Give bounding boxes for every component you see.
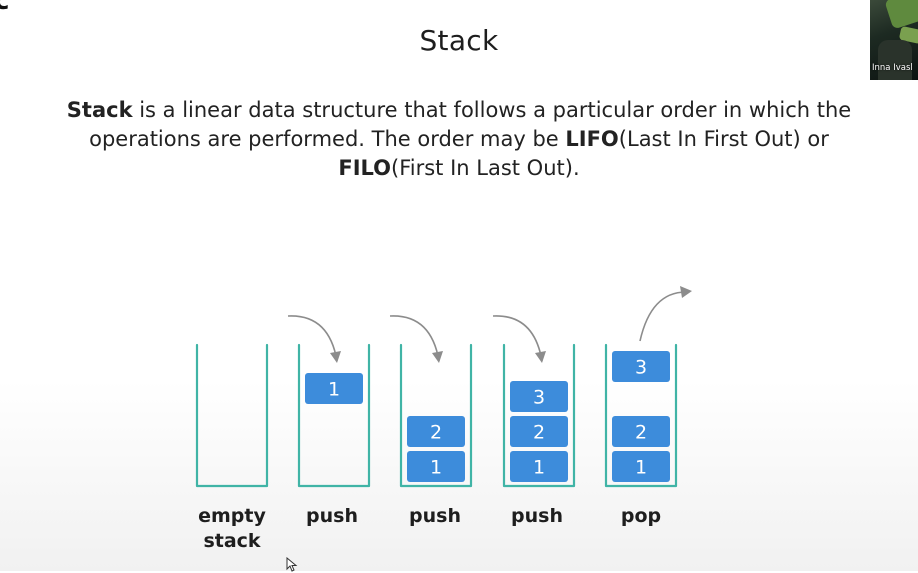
stack-element-value-1-1: 1 [328, 379, 340, 401]
stack-element-4-2 [612, 416, 670, 447]
stack-element-3-1 [510, 451, 568, 482]
label-push-3: push [511, 505, 563, 527]
pop-arrow [639, 291, 687, 342]
description-text-1: is a linear data structure that follows … [89, 98, 852, 151]
stack-element-value-3-1: 1 [533, 457, 545, 479]
label-line-1: empty [198, 505, 266, 527]
term-stack: Stack [66, 98, 133, 122]
stack-element-1-1 [305, 373, 363, 404]
description-text-3: (First In Last Out). [391, 156, 580, 180]
label-pop: pop [620, 505, 662, 527]
stack-element-value-2-2: 2 [430, 422, 442, 444]
stack-element-4-popped-3 [612, 351, 670, 382]
stack-element-value-3-2: 2 [533, 422, 545, 444]
stack-container-3 [502, 343, 576, 488]
webcam-participant-name: Inna Ivasl [872, 63, 913, 73]
stack-element-value-3-3: 3 [533, 387, 545, 409]
stack-element-value-4-1: 1 [635, 457, 647, 479]
term-filo: FILO [338, 156, 392, 180]
push-arrow-2 [389, 315, 440, 362]
stack-element-value-4-2: 2 [635, 422, 647, 444]
term-lifo: LIFO [565, 127, 619, 151]
label-push-1: push [306, 505, 358, 527]
stack-element-4-1 [612, 451, 670, 482]
push-arrowhead-2 [432, 351, 443, 363]
label-push-2: push [409, 505, 461, 527]
stack-element-3-2 [510, 416, 568, 447]
description-text-2: (Last In First Out) or [618, 127, 829, 151]
stack-element-3-3 [510, 381, 568, 412]
stack-element-value-4-popped-3: 3 [635, 357, 647, 379]
stack-element-2-2 [407, 416, 465, 447]
push-arrowhead-3 [535, 351, 546, 363]
stack-container-4 [604, 343, 678, 488]
push-arrow-3 [492, 315, 543, 362]
pop-arrowhead [680, 286, 692, 298]
stack-container-1 [297, 343, 371, 488]
stack-container-0 [195, 343, 269, 488]
webcam-thumbnail[interactable]: Inna Ivasl [870, 0, 918, 80]
slide-description: Stack is a linear data structure that fo… [40, 96, 878, 183]
label-empty-stack: empty stack [192, 504, 272, 554]
push-arrowhead-1 [330, 351, 341, 363]
corner-letter: c [0, 0, 10, 16]
push-arrow-1 [287, 315, 338, 362]
stack-element-value-2-1: 1 [430, 457, 442, 479]
webcam-person [878, 40, 912, 80]
stack-element-2-1 [407, 451, 465, 482]
stack-container-2 [399, 343, 473, 488]
slide-title: Stack [419, 24, 499, 57]
label-line-2: stack [203, 530, 261, 552]
